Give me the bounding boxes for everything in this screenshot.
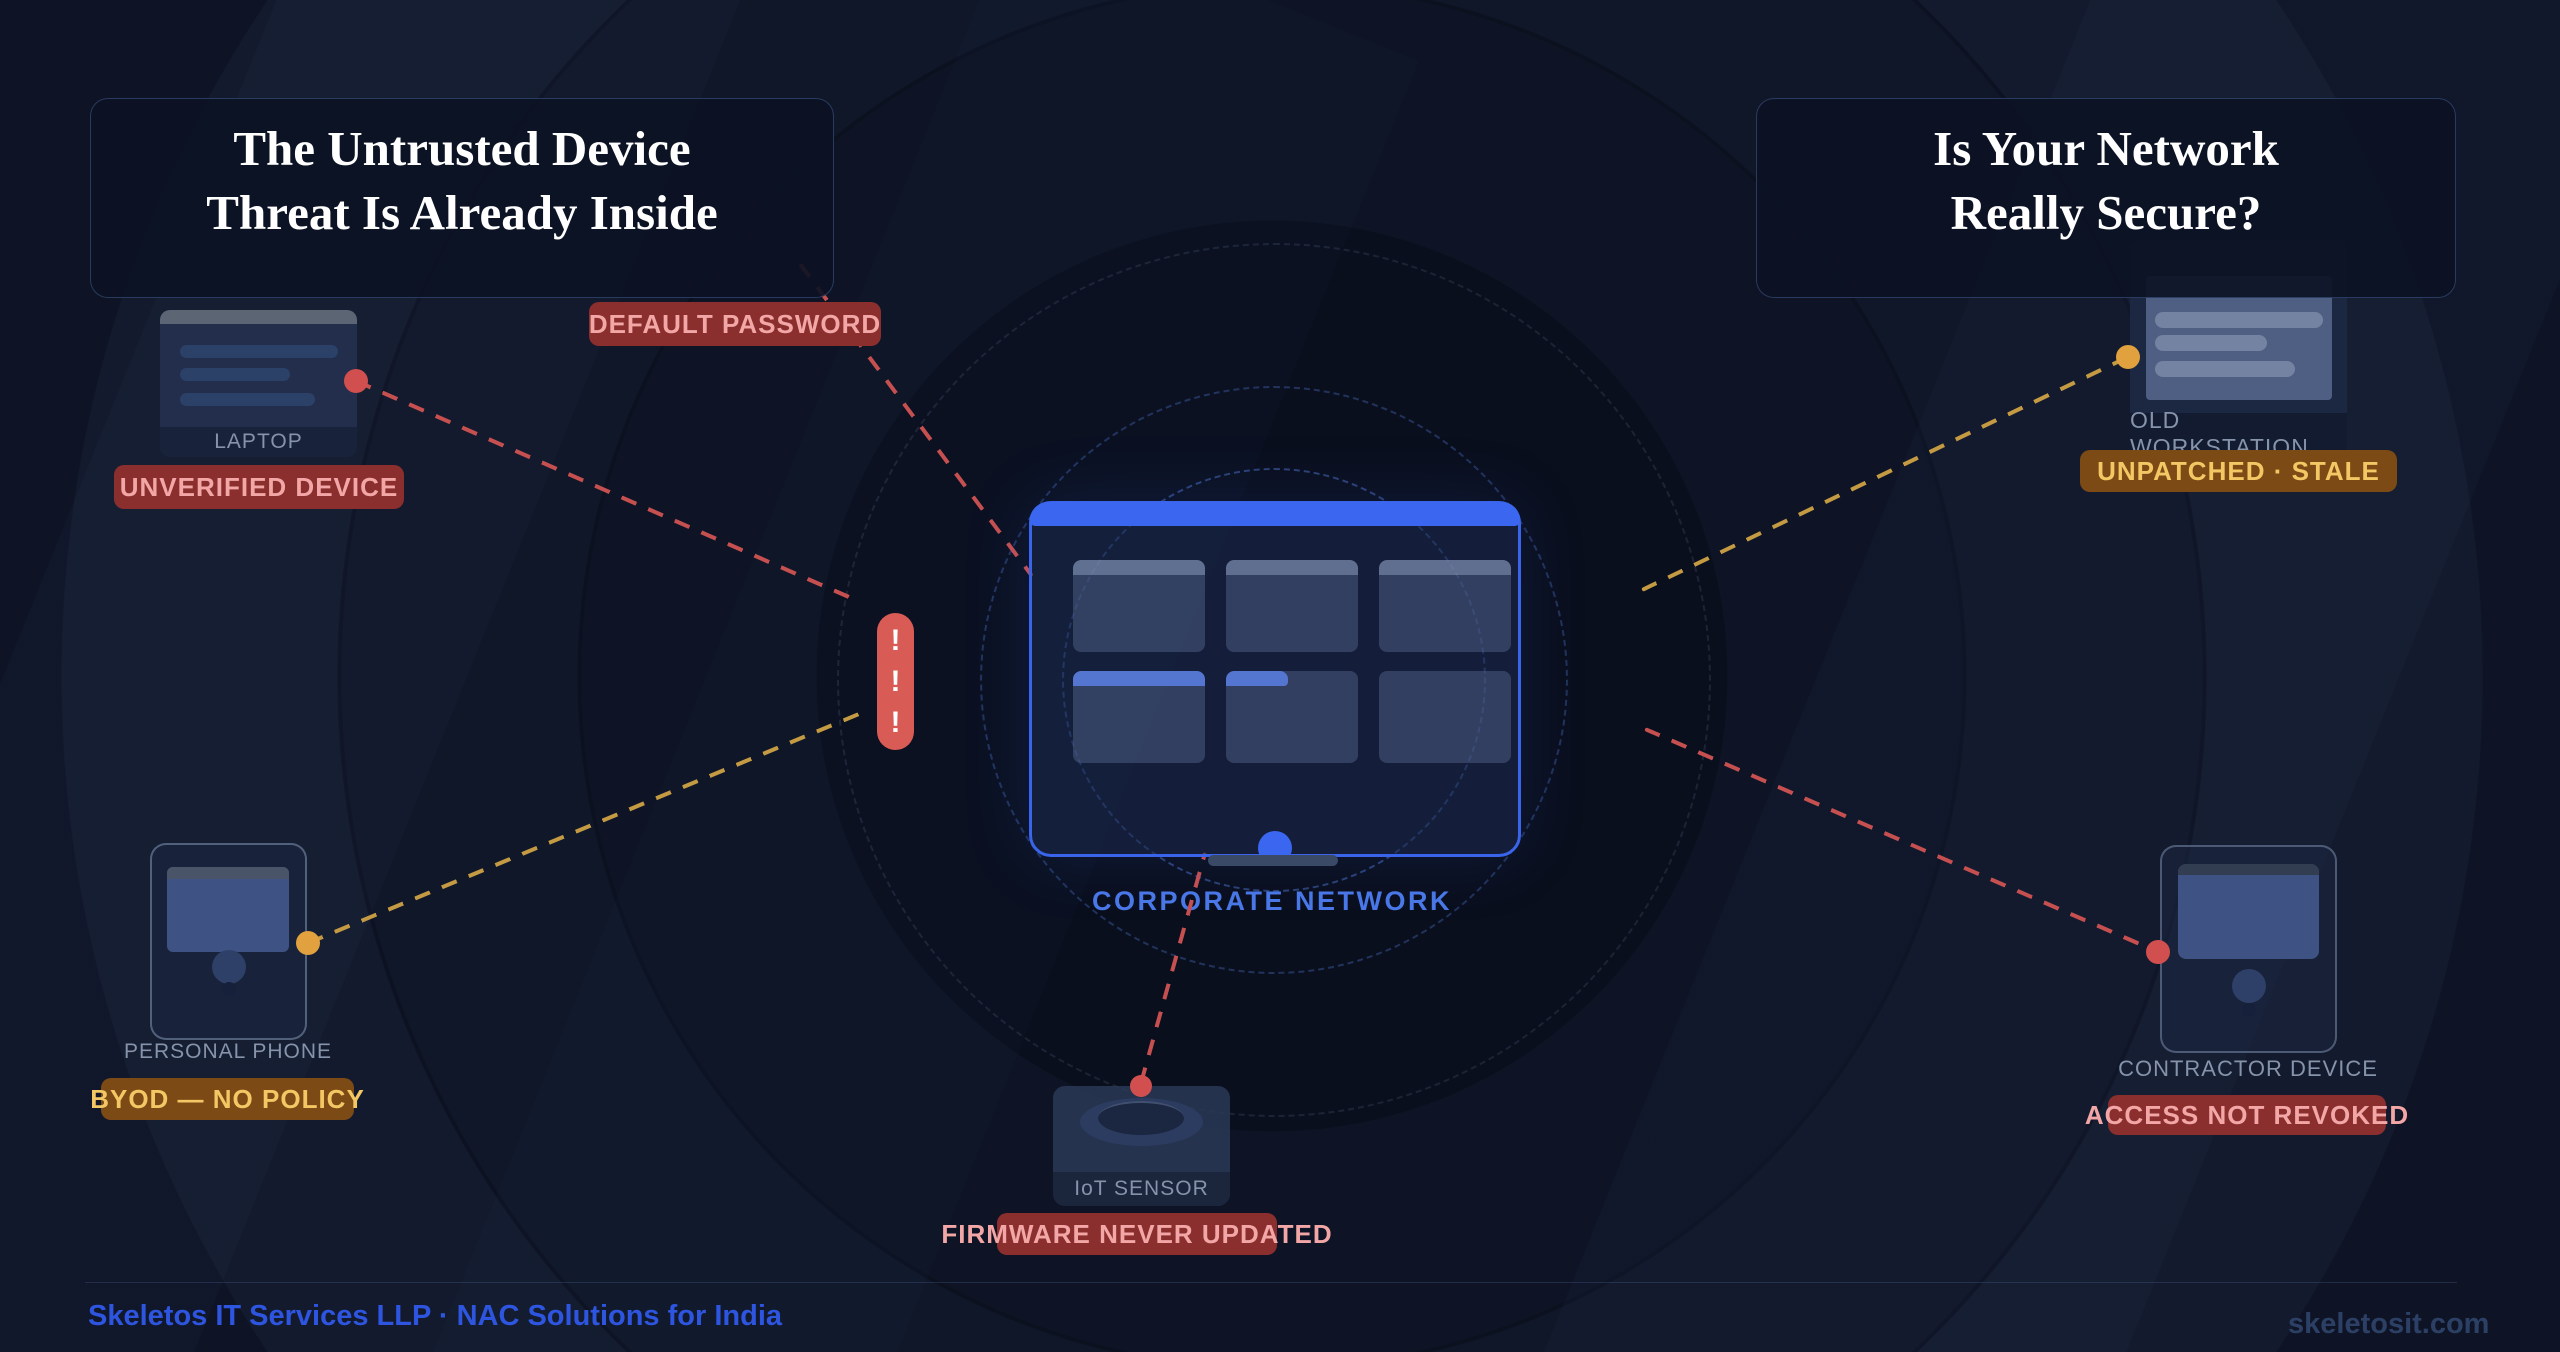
badge-unverified-device: UNVERIFIED DEVICE [114, 465, 404, 509]
window-header [1379, 560, 1511, 575]
window-header [1073, 560, 1205, 575]
workstation-text-line [2155, 335, 2267, 351]
exclamation-icon: ! [890, 705, 901, 739]
workstation-text-line [2155, 312, 2323, 328]
footer-brand-text: Skeletos IT Services LLP · NAC Solutions… [88, 1300, 783, 1332]
badge-firmware-never-updated: FIRMWARE NEVER UPDATED [941, 1213, 1332, 1255]
network-window [1379, 560, 1511, 652]
phone-home-dot [222, 982, 236, 996]
headline-left-line2: Threat Is Already Inside [206, 184, 718, 240]
old-workstation-label: OLD WORKSTATION [2130, 407, 2309, 455]
contractor-avatar-circle [2232, 969, 2266, 1003]
connector-dot-laptop [344, 369, 368, 393]
orbit-ring-outer [837, 243, 1711, 1117]
phone-screen-topbar [167, 867, 289, 879]
corporate-network-label: CORPORATE NETWORK [1092, 886, 1452, 916]
network-window [1073, 671, 1205, 763]
contractor-home-dot [2242, 1003, 2256, 1017]
iot-label-strip: IoT SENSOR [1053, 1172, 1230, 1206]
workstation-text-line [2155, 361, 2295, 377]
footer-website-watermark: skeletosit.com [2288, 1308, 2490, 1340]
network-stand [1208, 855, 1338, 866]
network-window [1226, 671, 1358, 763]
warning-exclamation-pill: ! ! ! [877, 613, 914, 750]
badge-access-not-revoked: ACCESS NOT REVOKED [2085, 1095, 2408, 1135]
footer-divider [85, 1282, 2457, 1283]
contractor-device-label: CONTRACTOR DEVICE [2118, 1056, 2378, 1081]
network-window [1379, 671, 1511, 763]
exclamation-icon: ! [890, 623, 901, 657]
laptop-text-line [180, 368, 290, 381]
laptop-text-line [180, 393, 315, 406]
phone-screen [167, 867, 289, 952]
iot-sensor-label: IoT SENSOR [1074, 1177, 1209, 1200]
network-window [1226, 560, 1358, 652]
headline-right-line2: Really Secure? [1950, 184, 2262, 240]
laptop-text-line [180, 345, 338, 358]
connector-dot-phone [296, 931, 320, 955]
badge-unpatched-stale: UNPATCHED · STALE [2080, 450, 2397, 492]
exclamation-icon: ! [890, 664, 901, 698]
network-titlebar [1030, 502, 1520, 526]
headline-right-line1: Is Your Network [1933, 121, 2279, 176]
contractor-screen-topbar [2178, 864, 2319, 875]
headline-card-left: The Untrusted Device Threat Is Already I… [90, 98, 834, 298]
personal-phone-label: PERSONAL PHONE [123, 1040, 333, 1063]
connector-dot-iot [1130, 1075, 1152, 1097]
badge-byod-no-policy: BYOD — NO POLICY [90, 1078, 364, 1120]
workstation-label-strip: OLD WORKSTATION [2130, 407, 2347, 455]
connector-dot-contractor [2146, 940, 2170, 964]
badge-default-password: DEFAULT PASSWORD [589, 302, 881, 346]
network-window [1073, 560, 1205, 652]
device-personal-phone [150, 843, 307, 1040]
device-iot-sensor: IoT SENSOR [1053, 1086, 1230, 1206]
window-header [1226, 671, 1288, 686]
headline-card-right: Is Your Network Really Secure? [1756, 98, 2456, 298]
connector-dot-workstation [2116, 345, 2140, 369]
laptop-label-strip: LAPTOP [160, 427, 357, 457]
device-contractor [2160, 845, 2337, 1053]
corporate-network-device [1029, 501, 1521, 865]
headline-left-line1: The Untrusted Device [233, 121, 691, 176]
device-laptop: LAPTOP [160, 310, 357, 457]
phone-avatar-circle [212, 950, 246, 984]
window-header [1073, 671, 1205, 686]
laptop-label: LAPTOP [214, 430, 303, 453]
laptop-titlebar [160, 310, 357, 324]
iot-sensor-lens [1098, 1101, 1184, 1135]
window-header [1226, 560, 1358, 575]
contractor-screen [2178, 864, 2319, 959]
